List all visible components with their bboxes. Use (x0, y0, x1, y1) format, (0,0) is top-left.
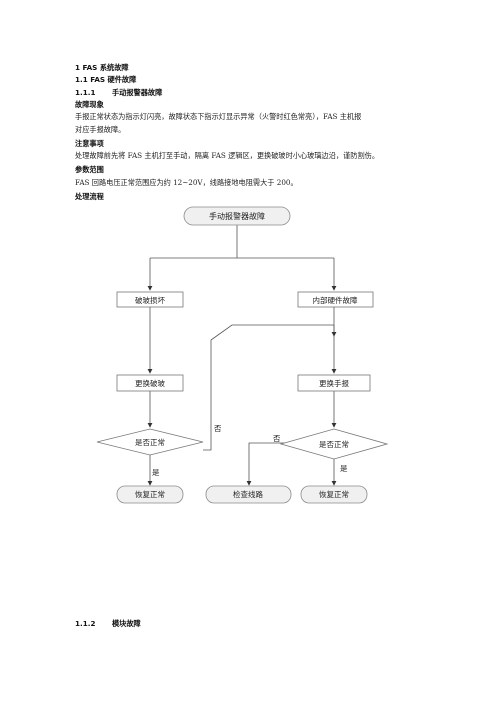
heading-title: 手动报警器故障 (111, 88, 163, 97)
node-replace-alarm: 更换手报 (297, 374, 371, 392)
no-label-right: 否 (273, 434, 281, 443)
node-replace-glass-label: 更换破玻 (135, 378, 165, 388)
heading-1-1-1: 1.1.1 手动报警器故障 (75, 89, 162, 96)
node-end-right: 恢复正常 (300, 485, 368, 504)
decision-right: 是否正常 (279, 428, 389, 460)
yes-label-left: 是 (152, 468, 160, 477)
no-label-left: 否 (214, 424, 222, 433)
notes-title: 注意事项 (75, 139, 104, 148)
heading-1: 1 FAS 系统故障 (75, 63, 129, 72)
heading-number: 1.1.1 (75, 88, 96, 97)
heading-1-1: 1.1 FAS 硬件故障 (75, 75, 137, 84)
node-end-mid: 检查线路 (205, 485, 292, 504)
phenomenon-line-2: 对应手报故障。 (75, 125, 126, 134)
notes-line-1: 处理故障前先将 FAS 主机打至手动，隔离 FAS 逻辑区，更换破玻时小心玻璃边… (75, 151, 380, 160)
decision-left: 是否正常 (96, 428, 204, 456)
heading-1-1-2: 1.1.2 模块故障 (75, 620, 141, 627)
decision-right-label: 是否正常 (319, 440, 349, 449)
yes-label-right: 是 (340, 464, 348, 473)
node-replace-glass: 更换破玻 (116, 374, 184, 392)
node-end-right-label: 恢复正常 (319, 489, 349, 499)
node-broken-glass-label: 破玻损坏 (135, 295, 165, 305)
flow-title: 处理流程 (75, 192, 104, 201)
node-end-left-label: 恢复正常 (135, 489, 165, 499)
node-replace-alarm-label: 更换手报 (319, 378, 349, 388)
node-start-label: 手动报警器故障 (209, 211, 265, 221)
decision-left-label: 是否正常 (135, 438, 165, 447)
params-line-1: FAS 回路电压正常范围应为约 12~20V，线路接地电阻需大于 200。 (75, 178, 298, 187)
heading-number: 1.1.2 (75, 619, 96, 628)
node-internal-fault-label: 内部硬件故障 (313, 295, 358, 305)
node-start: 手动报警器故障 (183, 206, 291, 226)
node-end-mid-label: 检查线路 (233, 489, 263, 499)
phenomenon-title: 故障现象 (75, 100, 104, 109)
phenomenon-line-1: 手报正常状态为指示灯闪亮，故障状态下指示灯显示异常（火警时红色常亮），FAS 主… (75, 112, 362, 121)
node-end-left: 恢复正常 (116, 485, 184, 504)
node-internal-fault: 内部硬件故障 (297, 291, 374, 308)
node-broken-glass: 破玻损坏 (116, 291, 184, 308)
params-title: 参数范围 (75, 165, 104, 174)
heading-title: 模块故障 (111, 619, 141, 628)
